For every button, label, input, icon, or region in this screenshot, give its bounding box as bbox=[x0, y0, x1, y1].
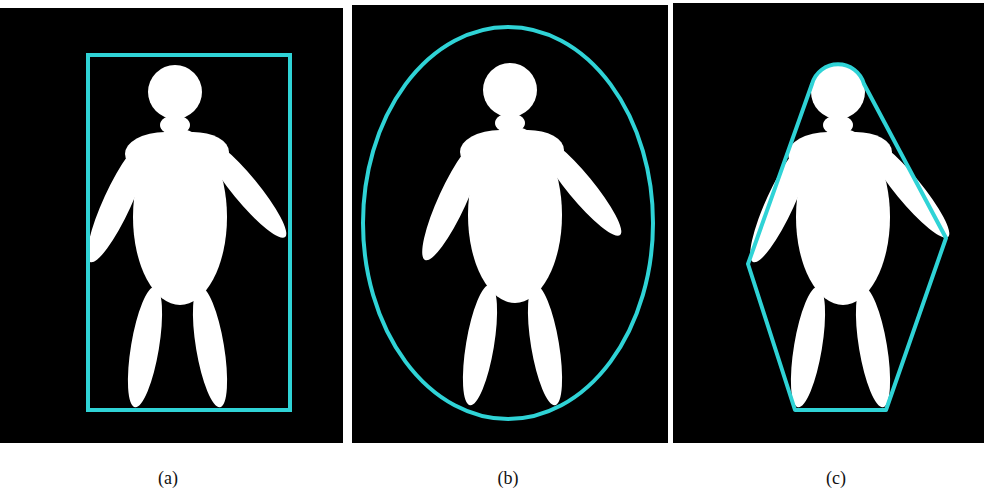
panel-background bbox=[352, 5, 668, 443]
convex-hull bbox=[748, 64, 946, 410]
bounding-ellipse bbox=[363, 27, 653, 419]
human-silhouette bbox=[412, 63, 630, 407]
panel-a bbox=[0, 8, 343, 443]
panel-c bbox=[673, 3, 984, 443]
bounding-rectangle bbox=[88, 55, 290, 410]
panel-background bbox=[0, 8, 343, 443]
human-silhouette bbox=[77, 65, 295, 409]
panel-label: (b) bbox=[498, 468, 519, 489]
panel-background bbox=[673, 3, 984, 443]
human-silhouette bbox=[740, 65, 958, 409]
panel-b bbox=[352, 5, 668, 443]
panel-label: (c) bbox=[826, 468, 846, 489]
panel-label: (a) bbox=[158, 468, 178, 489]
